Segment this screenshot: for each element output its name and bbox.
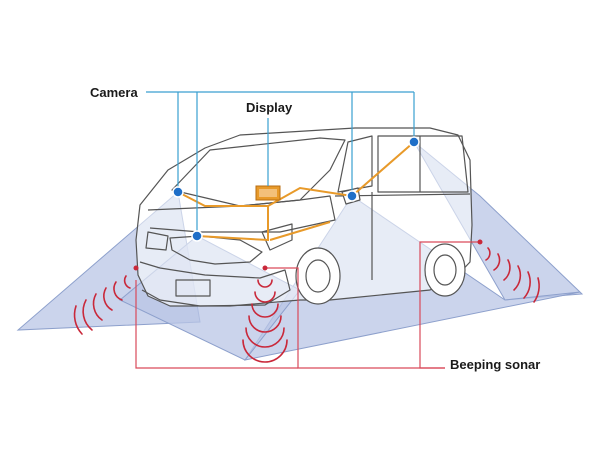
camera-dot-icon bbox=[346, 190, 358, 202]
sonar-leader-lines bbox=[135, 241, 480, 369]
camera-dot-icon bbox=[172, 186, 184, 198]
sonar-wave-icon bbox=[73, 247, 540, 363]
minivan-outline bbox=[135, 127, 473, 307]
display-unit-icon bbox=[255, 185, 281, 201]
headlight-right bbox=[261, 223, 293, 251]
camera-dot-icon bbox=[191, 230, 203, 242]
headlight-left bbox=[145, 231, 169, 251]
sonar-emitters bbox=[133, 239, 483, 271]
rear-wheel bbox=[424, 243, 466, 297]
side-window-front bbox=[337, 135, 373, 193]
front-wheel bbox=[295, 247, 341, 305]
camera-leader-lines bbox=[146, 91, 415, 234]
beeping-sonar-label: Beeping sonar bbox=[450, 357, 541, 372]
camera-dots bbox=[172, 136, 420, 242]
camera-label: Camera bbox=[90, 85, 138, 100]
camera-dot-icon bbox=[408, 136, 420, 148]
front-bumper bbox=[139, 261, 291, 307]
license-plate bbox=[175, 279, 211, 297]
display-label: Display bbox=[246, 100, 293, 115]
